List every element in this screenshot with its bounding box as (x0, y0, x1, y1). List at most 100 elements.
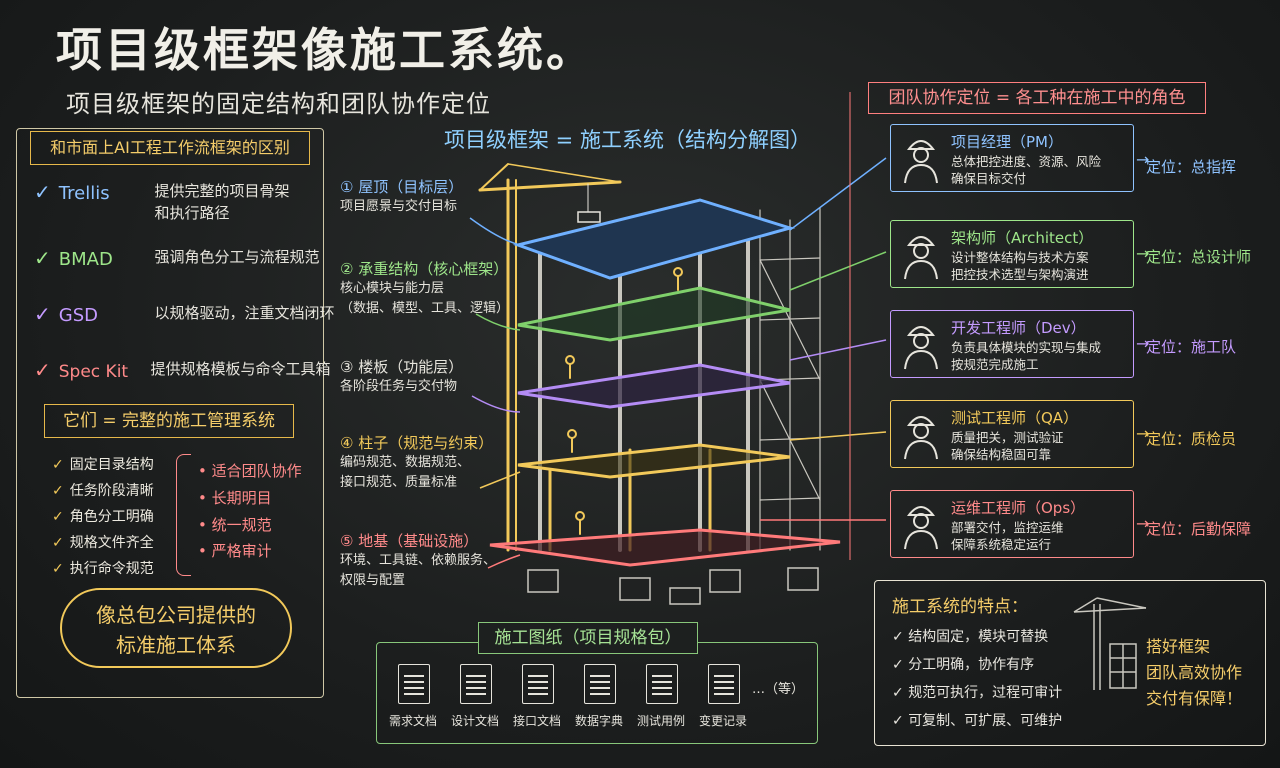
doc-label: 接口文档 (512, 714, 561, 728)
role-card-ops: 运维工程师（Ops） 部署交付，监控运维保障系统稳定运行 (890, 490, 1134, 558)
layer-desc: 编码规范、数据规范、 (340, 455, 471, 470)
role-position: 定位：总指挥 (1146, 158, 1237, 176)
layer-desc: 接口规范、质量标准 (340, 475, 458, 490)
role-card-architect: 架构师（Architect） 设计整体结构与技术方案把控技术选型与架构演进 (890, 220, 1134, 288)
framework-name: BMAD (58, 249, 113, 270)
layer-title: ③ 楼板（功能层） (340, 358, 464, 376)
feature-item: ✓规格文件齐全 (52, 535, 154, 551)
check-icon: ✓ (34, 180, 51, 204)
layer-title: ② 承重结构（核心框架） (340, 260, 509, 278)
layer-label-foundation: ⑤ 地基（基础设施） 环境、工具链、依赖服务、 权限与配置 (340, 530, 496, 591)
crane-icon (1073, 597, 1147, 690)
layer-title: ① 屋顶（目标层） (340, 178, 464, 196)
role-name: 开发工程师（Dev） (951, 319, 1086, 337)
layer-label-floor: ③ 楼板（功能层） 各阶段任务与交付物 (340, 356, 463, 397)
features-item: ✓ 规范可执行，过程可审计 (892, 685, 1063, 701)
advantage-item: • 严格审计 (198, 542, 272, 560)
framework-name: Trellis (58, 183, 110, 204)
feature-item: ✓固定目录结构 (52, 457, 154, 473)
feature-item: ✓执行命令规范 (52, 561, 154, 577)
cloud-line: 标准施工体系 (116, 633, 236, 657)
role-position: 定位：总设计师 (1146, 248, 1252, 266)
slogan: 搭好框架 团队高效协作 交付有保障！ (1146, 637, 1243, 708)
check-icon: ✓ (34, 246, 51, 270)
role-desc: 部署交付，监控运维保障系统稳定运行 (951, 520, 1064, 552)
role-name: 架构师（Architect） (951, 229, 1094, 247)
framework-name: GSD (58, 305, 98, 326)
page-title: 项目级框架像施工系统。 (56, 23, 595, 77)
role-name: 运维工程师（Ops） (951, 499, 1086, 517)
docs-etc: …（等） (752, 682, 805, 697)
document-icon (708, 664, 740, 704)
role-desc: 总体把控进度、资源、风险确保目标交付 (951, 154, 1102, 186)
framework-comparison-panel (16, 128, 324, 698)
features-title: 施工系统的特点： (892, 597, 1028, 617)
worker-icon (904, 140, 938, 184)
feature-item: ✓任务阶段清晰 (52, 483, 154, 499)
worker-icon (904, 236, 938, 280)
framework-desc: 以规格驱动，注重文档闭环 (154, 304, 335, 322)
document-icon (522, 664, 554, 704)
doc-label: 设计文档 (450, 714, 499, 728)
feature-item: ✓角色分工明确 (52, 509, 154, 525)
arrow-icon: → (1136, 150, 1150, 169)
worker-icon (904, 416, 938, 460)
role-card-qa: 测试工程师（QA） 质量把关，测试验证确保结构稳固可靠 (890, 400, 1134, 468)
doc-label: 需求文档 (388, 714, 437, 728)
building-diagram (478, 163, 841, 605)
layer-label-roof: ① 屋顶（目标层） 项目愿景与交付目标 (340, 176, 463, 217)
advantage-item: • 长期明目 (198, 489, 272, 507)
page-subtitle: 项目级框架的固定结构和团队协作定位 (66, 90, 491, 118)
cloud-line: 像总包公司提供的 (96, 603, 256, 627)
features-panel (874, 580, 1266, 746)
framework-item-speckit: ✓ Spec Kit 提供规格模板与命令工具箱 (34, 358, 331, 382)
features-item: ✓ 分工明确，协作有序 (892, 657, 1035, 673)
layer-desc: 各阶段任务与交付物 (340, 379, 458, 394)
role-desc: 设计整体结构与技术方案把控技术选型与架构演进 (951, 250, 1089, 282)
document-icon (398, 664, 430, 704)
advantage-item: • 适合团队协作 (198, 462, 302, 480)
role-position: 定位：施工队 (1146, 338, 1237, 356)
arrow-icon: → (1136, 244, 1150, 263)
layer-desc: 环境、工具链、依赖服务、 (340, 553, 497, 568)
arrow-icon: → (1136, 334, 1150, 353)
layer-label-structure: ② 承重结构（核心框架） 核心模块与能力层 （数据、模型、工具、逻辑） (340, 258, 509, 319)
role-card-pm: 项目经理（PM） 总体把控进度、资源、风险确保目标交付 (890, 124, 1134, 192)
role-name: 测试工程师（QA） (951, 409, 1079, 427)
features-item: ✓ 可复制、可扩展、可维护 (892, 713, 1063, 729)
plans-title: 施工图纸（项目规格包） (478, 622, 698, 654)
role-position: 定位：后勤保障 (1146, 520, 1252, 538)
worker-icon (904, 506, 938, 550)
framework-item-trellis: ✓ Trellis 提供完整的项目骨架 和执行路径 (34, 180, 290, 224)
framework-item-gsd: ✓ GSD 以规格驱动，注重文档闭环 (34, 302, 335, 326)
summary-box: 它们 = 完整的施工管理系统 (44, 404, 294, 438)
framework-name: Spec Kit (58, 362, 129, 382)
worker-icon (904, 326, 938, 370)
layer-title: ④ 柱子（规范与约束） (340, 434, 494, 452)
check-icon: ✓ (34, 358, 51, 382)
role-position: 定位：质检员 (1146, 430, 1237, 448)
comparison-title: 和市面上AI工程工作流框架的区别 (30, 131, 310, 165)
framework-desc: 强调角色分工与流程规范 (154, 248, 320, 266)
features-item: ✓ 结构固定，模块可替换 (892, 629, 1049, 645)
layer-desc: （数据、模型、工具、逻辑） (340, 301, 510, 316)
role-card-dev: 开发工程师（Dev） 负责具体模块的实现与集成按规范完成施工 (890, 310, 1134, 378)
framework-desc: 提供规格模板与命令工具箱 (150, 360, 331, 378)
layer-title: ⑤ 地基（基础设施） (340, 532, 479, 550)
brace (176, 454, 191, 576)
layer-desc: 项目愿景与交付目标 (340, 199, 458, 214)
diagram-title: 项目级框架 = 施工系统（结构分解图） (444, 128, 811, 152)
team-title: 团队协作定位 = 各工种在施工中的角色 (868, 82, 1206, 114)
doc-label: 数据字典 (574, 714, 623, 728)
cloud-callout: 像总包公司提供的 标准施工体系 (60, 588, 292, 668)
doc-label: 测试用例 (636, 714, 685, 728)
arrow-icon: → (1136, 424, 1150, 443)
doc-label: 变更记录 (698, 714, 747, 728)
document-icon (460, 664, 492, 704)
check-icon: ✓ (34, 302, 51, 326)
role-desc: 负责具体模块的实现与集成按规范完成施工 (951, 340, 1102, 372)
role-desc: 质量把关，测试验证确保结构稳固可靠 (951, 430, 1064, 462)
layer-desc: 核心模块与能力层 (340, 281, 445, 296)
framework-desc: 提供完整的项目骨架 和执行路径 (154, 182, 290, 222)
